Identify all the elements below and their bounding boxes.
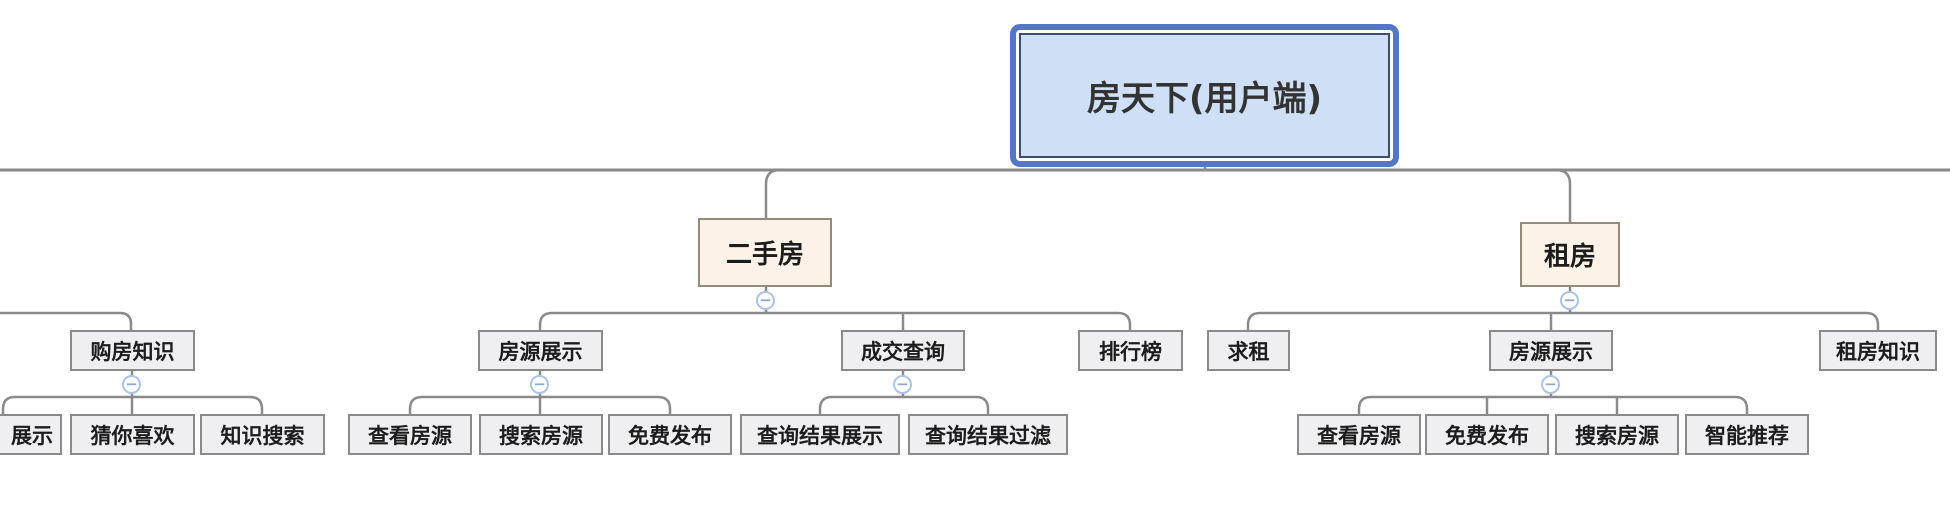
node-fangtianxia-root[interactable]: 房天下(用户端) — [1010, 24, 1399, 167]
node-zhanshi-clipped[interactable]: 展示 — [0, 414, 62, 455]
collapse-icon[interactable]: − — [530, 375, 549, 394]
root-node-label: 房天下(用户端) — [1019, 33, 1390, 158]
node-mianfeifabu-zufang[interactable]: 免费发布 — [1425, 414, 1549, 455]
node-paihangbang[interactable]: 排行榜 — [1078, 330, 1183, 371]
node-chakanfangyuan-zufang[interactable]: 查看房源 — [1297, 414, 1421, 455]
node-chaxunjieguoguolv[interactable]: 查询结果过滤 — [908, 414, 1068, 455]
node-fangyuanzhanshi-zufang[interactable]: 房源展示 — [1489, 330, 1613, 371]
collapse-icon[interactable]: − — [756, 291, 775, 310]
collapse-icon[interactable]: − — [122, 375, 141, 394]
node-goufangzhishi[interactable]: 购房知识 — [70, 330, 195, 371]
node-cainixihuan[interactable]: 猜你喜欢 — [70, 414, 195, 455]
node-sousuofangyuan-ershoufang[interactable]: 搜索房源 — [479, 414, 603, 455]
node-chaxunjieguozhanshi[interactable]: 查询结果展示 — [740, 414, 900, 455]
node-zufang[interactable]: 租房 — [1520, 222, 1620, 287]
node-chakanfangyuan-ershoufang[interactable]: 查看房源 — [348, 414, 472, 455]
node-mianfeifabu-ershoufang[interactable]: 免费发布 — [608, 414, 732, 455]
node-zhishisousuo[interactable]: 知识搜索 — [200, 414, 325, 455]
node-zufangzhishi[interactable]: 租房知识 — [1819, 330, 1937, 371]
node-qiuzu[interactable]: 求租 — [1207, 330, 1290, 371]
node-fangyuanzhanshi-ershoufang[interactable]: 房源展示 — [478, 330, 603, 371]
node-sousuofangyuan-zufang[interactable]: 搜索房源 — [1555, 414, 1679, 455]
collapse-icon[interactable]: − — [893, 375, 912, 394]
collapse-icon[interactable]: − — [1541, 375, 1560, 394]
node-ershoufang[interactable]: 二手房 — [698, 218, 832, 287]
node-zhinengtuijian[interactable]: 智能推荐 — [1685, 414, 1809, 455]
node-chengjiaochaxun[interactable]: 成交查询 — [841, 330, 965, 371]
collapse-icon[interactable]: − — [1560, 291, 1579, 310]
